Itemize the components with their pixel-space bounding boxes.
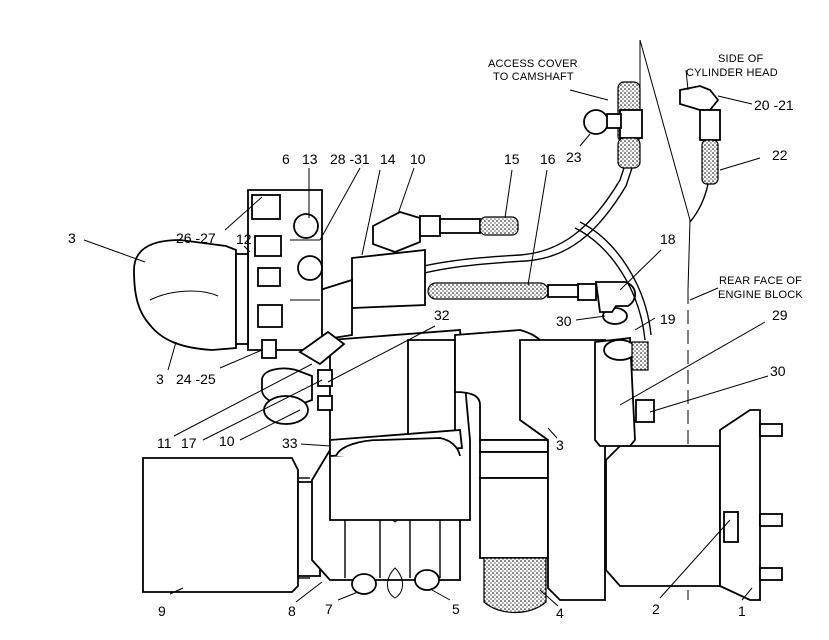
callout-22: 22 xyxy=(772,147,788,163)
callout-30b: 30 xyxy=(770,363,786,379)
callout-9: 9 xyxy=(158,603,166,619)
callout-17: 17 xyxy=(181,435,197,451)
hose-16 xyxy=(427,282,549,300)
callout-23: 23 xyxy=(566,149,582,165)
manifold-bolts xyxy=(251,194,323,359)
callout-33: 33 xyxy=(282,435,298,451)
note-access-cover-2: TO CAMSHAFT xyxy=(493,71,574,83)
callout-28-31: 28 -31 xyxy=(330,151,370,167)
note-rear-face-1: REAR FACE OF xyxy=(719,275,802,287)
callout-29: 29 xyxy=(772,307,788,323)
filter-housing xyxy=(142,457,299,593)
note-cylinder-head-2: CYLINDER HEAD xyxy=(686,67,778,79)
callout-13: 13 xyxy=(302,151,318,167)
callout-11: 11 xyxy=(157,435,172,451)
elbow-3-upper xyxy=(133,239,237,351)
callout-8: 8 xyxy=(288,603,296,619)
callout-30a: 30 xyxy=(556,313,572,329)
note-cylinder-head-1: SIDE OF xyxy=(718,53,763,65)
callout-3b: 3 xyxy=(156,371,164,387)
callout-numbers: 1 2 3 3 3 4 5 6 7 8 9 10 10 11 12 13 14 … xyxy=(68,97,794,621)
adapter-housing xyxy=(605,445,721,587)
callout-26-27: 26 -27 xyxy=(176,230,216,246)
callout-2: 2 xyxy=(652,601,660,617)
drawing-parts xyxy=(133,39,783,613)
callout-10a: 10 xyxy=(410,151,426,167)
plate-studs xyxy=(759,423,783,581)
callout-20-21: 20 -21 xyxy=(754,97,794,113)
callout-5: 5 xyxy=(452,601,460,617)
callout-10b: 10 xyxy=(219,433,235,449)
note-access-cover-1: ACCESS COVER xyxy=(488,58,578,70)
callout-1: 1 xyxy=(738,603,746,619)
callout-4: 4 xyxy=(556,605,564,621)
callout-15: 15 xyxy=(504,151,520,167)
callout-19: 19 xyxy=(660,311,676,327)
note-rear-face-2: ENGINE BLOCK xyxy=(718,289,803,301)
callout-3a: 3 xyxy=(68,230,76,246)
callout-12: 12 xyxy=(236,231,252,247)
callout-3c: 3 xyxy=(556,437,564,453)
callout-16: 16 xyxy=(540,151,556,167)
callout-32: 32 xyxy=(434,307,450,323)
callout-6: 6 xyxy=(282,151,290,167)
callout-7: 7 xyxy=(325,601,333,617)
mounting-plate xyxy=(719,409,761,601)
location-notes: ACCESS COVER TO CAMSHAFT SIDE OF CYLINDE… xyxy=(488,53,803,301)
hose-15 xyxy=(479,216,519,236)
callout-18: 18 xyxy=(660,231,676,247)
hose-22 xyxy=(701,139,719,185)
callout-24-25: 24 -25 xyxy=(176,371,216,387)
callout-14: 14 xyxy=(380,151,396,167)
leader-lines xyxy=(83,69,769,607)
hose-4 xyxy=(483,557,547,613)
